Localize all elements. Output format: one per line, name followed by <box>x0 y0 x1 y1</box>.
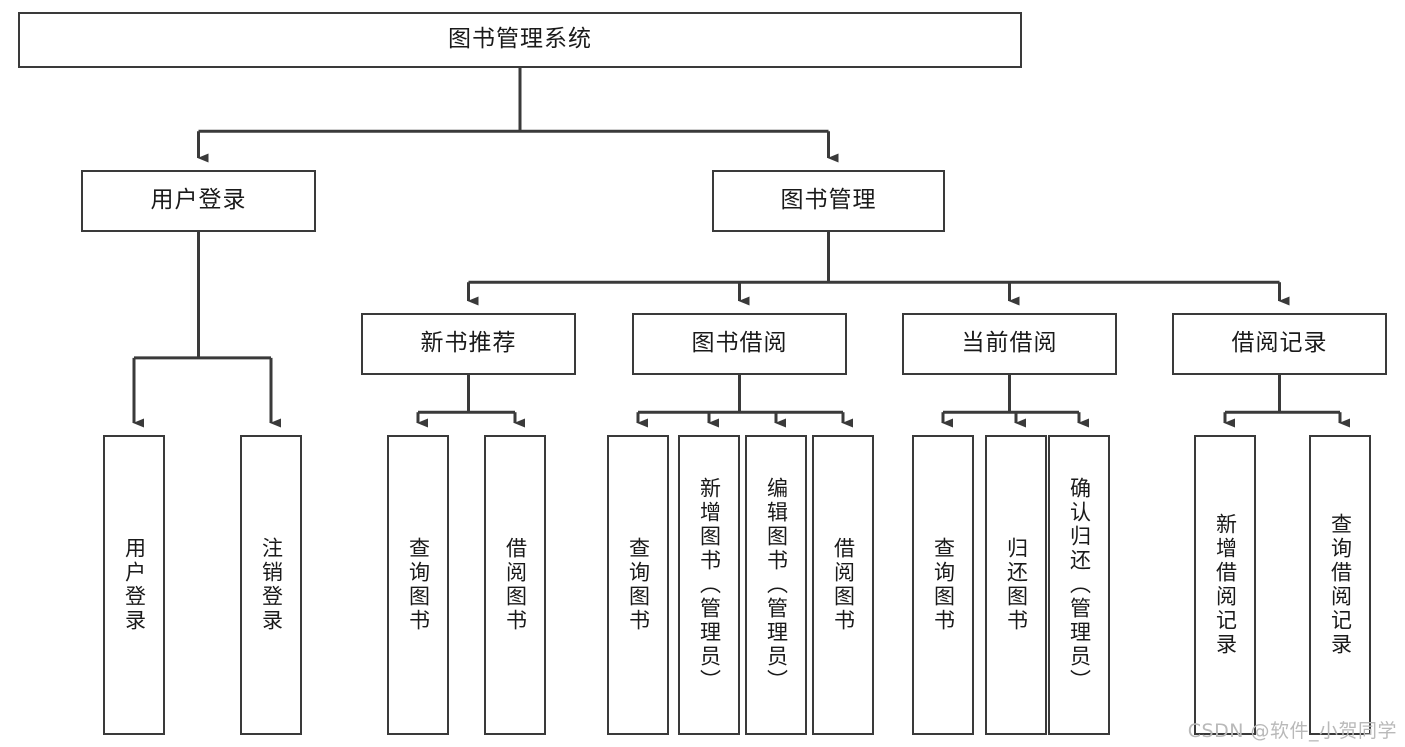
node-borrow-record[interactable]: 借阅记录 <box>1172 313 1387 375</box>
node-leaf-add-record[interactable]: 新增借阅记录 <box>1194 435 1256 735</box>
node-leaf-return-book[interactable]: 归还图书 <box>985 435 1047 735</box>
node-leaf-logout[interactable]: 注销登录 <box>240 435 302 735</box>
node-label: 新增图书（管理员） <box>697 477 722 693</box>
node-leaf-confirm-return[interactable]: 确认归还（管理员） <box>1048 435 1110 735</box>
node-label: 新书推荐 <box>420 330 517 357</box>
node-label: 新增借阅记录 <box>1213 513 1238 657</box>
node-label: 图书管理系统 <box>448 26 592 53</box>
node-root[interactable]: 图书管理系统 <box>18 12 1022 68</box>
node-leaf-query-record[interactable]: 查询借阅记录 <box>1309 435 1371 735</box>
node-label: 图书管理 <box>780 187 877 214</box>
node-new-book-recommend[interactable]: 新书推荐 <box>361 313 576 375</box>
node-leaf-borrow-book-recommend[interactable]: 借阅图书 <box>484 435 546 735</box>
node-label: 查询图书 <box>626 537 651 633</box>
node-leaf-user-login[interactable]: 用户登录 <box>103 435 165 735</box>
node-leaf-edit-book[interactable]: 编辑图书（管理员） <box>745 435 807 735</box>
node-leaf-query-book-current[interactable]: 查询图书 <box>912 435 974 735</box>
node-user-login[interactable]: 用户登录 <box>81 170 316 232</box>
node-current-borrow[interactable]: 当前借阅 <box>902 313 1117 375</box>
node-leaf-borrow-book[interactable]: 借阅图书 <box>812 435 874 735</box>
node-label: 图书借阅 <box>691 330 788 357</box>
node-label: 用户登录 <box>122 537 147 633</box>
node-label: 用户登录 <box>150 187 247 214</box>
node-label: 当前借阅 <box>961 330 1058 357</box>
node-leaf-add-book[interactable]: 新增图书（管理员） <box>678 435 740 735</box>
node-book-management[interactable]: 图书管理 <box>712 170 945 232</box>
node-label: 借阅记录 <box>1231 330 1328 357</box>
node-label: 注销登录 <box>259 537 284 633</box>
node-label: 查询图书 <box>406 537 431 633</box>
node-label: 查询图书 <box>931 537 956 633</box>
node-label: 查询借阅记录 <box>1328 513 1353 657</box>
node-label: 借阅图书 <box>503 537 528 633</box>
node-label: 编辑图书（管理员） <box>764 477 789 693</box>
node-label: 归还图书 <box>1004 537 1029 633</box>
csdn-watermark: CSDN @软件_小贺同学 <box>1187 720 1397 742</box>
node-label: 确认归还（管理员） <box>1067 477 1092 693</box>
node-book-borrow[interactable]: 图书借阅 <box>632 313 847 375</box>
node-leaf-query-book-borrow[interactable]: 查询图书 <box>607 435 669 735</box>
node-label: 借阅图书 <box>831 537 856 633</box>
node-leaf-query-book-recommend[interactable]: 查询图书 <box>387 435 449 735</box>
